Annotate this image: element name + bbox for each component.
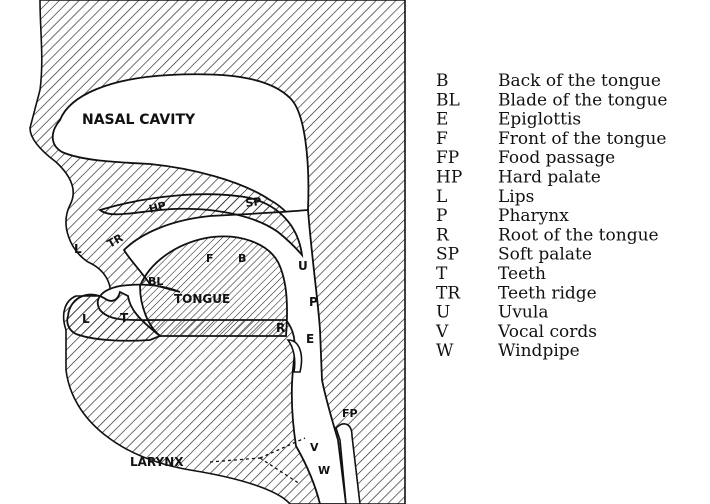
legend-abbr: W bbox=[436, 341, 454, 361]
legend-abbr: P bbox=[436, 206, 447, 226]
uvula-label: U bbox=[298, 259, 308, 273]
legend-name: Blade of the tongue bbox=[498, 90, 668, 110]
legend-abbr: HP bbox=[436, 168, 462, 188]
legend-name: Soft palate bbox=[498, 245, 592, 265]
legend-name: Windpipe bbox=[498, 341, 580, 361]
vocal-cords-label: V bbox=[310, 441, 319, 454]
windpipe-label: W bbox=[318, 464, 330, 477]
legend-abbr: T bbox=[436, 264, 448, 284]
legend-abbr: F bbox=[436, 129, 448, 149]
legend-abbr: E bbox=[436, 110, 448, 130]
legend-name: Pharynx bbox=[498, 206, 569, 226]
epiglottis-label: E bbox=[306, 332, 314, 346]
legend-name: Uvula bbox=[498, 303, 548, 323]
tongue-label: TONGUE bbox=[174, 292, 230, 306]
legend-abbr: FP bbox=[436, 148, 459, 168]
food-passage-label: FP bbox=[342, 407, 358, 420]
legend-name: Teeth bbox=[498, 264, 546, 284]
back-label: B bbox=[238, 252, 246, 265]
front-label: F bbox=[206, 252, 214, 265]
legend-name: Food passage bbox=[498, 148, 615, 168]
teeth-label: T bbox=[120, 311, 129, 325]
blade-label: BL bbox=[148, 275, 163, 288]
legend-name: Root of the tongue bbox=[498, 225, 659, 245]
legend-abbr: TR bbox=[436, 283, 461, 303]
legend-name: Vocal cords bbox=[497, 322, 597, 342]
legend-name: Lips bbox=[498, 187, 534, 207]
legend-name: Front of the tongue bbox=[498, 129, 666, 149]
lower-lip-label: L bbox=[82, 312, 90, 326]
legend-abbr: BL bbox=[436, 90, 460, 110]
legend-abbr: B bbox=[436, 71, 449, 91]
root-label: R bbox=[276, 321, 285, 335]
legend-name: Teeth ridge bbox=[498, 283, 597, 303]
legend-name: Back of the tongue bbox=[498, 71, 661, 91]
legend-abbr: U bbox=[436, 303, 450, 323]
nasal-cavity-label: NASAL CAVITY bbox=[82, 112, 196, 128]
legend-abbr: SP bbox=[436, 245, 459, 265]
pharynx-label: P bbox=[309, 295, 318, 309]
upper-lip-label: L bbox=[74, 242, 82, 256]
soft-palate-label: SP bbox=[245, 195, 263, 210]
legend-name: Epiglottis bbox=[498, 110, 581, 130]
legend-abbr: R bbox=[436, 225, 450, 245]
legend-abbr: V bbox=[435, 322, 449, 342]
legend-abbr: L bbox=[436, 187, 447, 207]
larynx-label: LARYNX bbox=[130, 455, 184, 469]
legend-name: Hard palate bbox=[498, 168, 601, 188]
